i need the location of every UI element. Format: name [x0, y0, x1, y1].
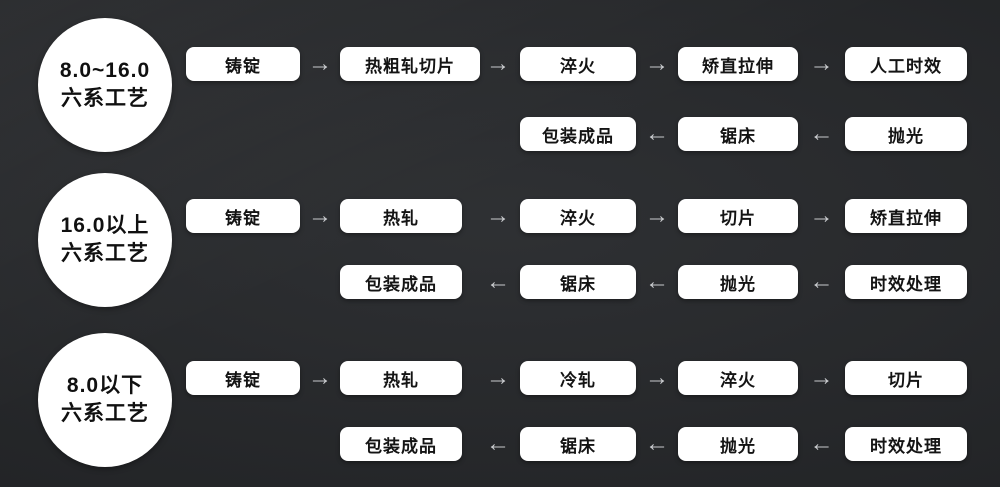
stage-label-circle: 8.0~16.0 六系工艺 [38, 18, 172, 152]
step-box: 冷轧 [520, 361, 636, 395]
step-box: 时效处理 [845, 265, 967, 299]
arrow-right-icon: → [308, 50, 332, 77]
arrow-left-icon: ← [809, 430, 834, 457]
step-box: 铸锭 [186, 361, 300, 395]
step-box: 切片 [678, 199, 798, 233]
arrow-right-icon: → [486, 202, 510, 229]
step-box: 包装成品 [340, 427, 462, 461]
arrow-right-icon: → [486, 50, 510, 77]
step-box: 矫直拉伸 [678, 47, 798, 81]
step-box: 热轧 [340, 361, 462, 395]
arrow-right-icon: → [486, 364, 510, 391]
arrow-left-icon: ← [645, 120, 669, 147]
stage-title-line2: 六系工艺 [61, 402, 149, 425]
step-box: 抛光 [678, 265, 798, 299]
arrow-right-icon: → [809, 50, 834, 77]
step-box: 热粗轧切片 [340, 47, 480, 81]
step-box: 锯床 [520, 427, 636, 461]
step-box: 热轧 [340, 199, 462, 233]
step-box: 矫直拉伸 [845, 199, 967, 233]
stage-title-line1: 8.0~16.0 [59, 58, 151, 82]
step-box: 包装成品 [340, 265, 462, 299]
step-box: 铸锭 [186, 47, 300, 81]
arrow-left-icon: ← [645, 430, 669, 457]
stage-label-circle: 8.0以下 六系工艺 [38, 333, 172, 467]
step-box: 时效处理 [845, 427, 967, 461]
arrow-right-icon: → [645, 50, 669, 77]
arrow-left-icon: ← [809, 120, 834, 147]
arrow-right-icon: → [645, 202, 669, 229]
stage-title-line2: 六系工艺 [61, 242, 149, 265]
stage-title-line1: 8.0以下 [66, 373, 144, 397]
stage-title-line1: 16.0以上 [60, 213, 150, 237]
arrow-left-icon: ← [809, 268, 834, 295]
arrow-right-icon: → [308, 364, 332, 391]
arrow-left-icon: ← [645, 268, 669, 295]
arrow-left-icon: ← [486, 268, 510, 295]
arrow-right-icon: → [809, 364, 834, 391]
step-box: 铸锭 [186, 199, 300, 233]
arrow-left-icon: ← [486, 430, 510, 457]
arrow-right-icon: → [645, 364, 669, 391]
stage-title-line2: 六系工艺 [61, 87, 149, 110]
arrow-right-icon: → [308, 202, 332, 229]
stage-label-circle: 16.0以上 六系工艺 [38, 173, 172, 307]
step-box: 人工时效 [845, 47, 967, 81]
step-box: 锯床 [678, 117, 798, 151]
step-box: 切片 [845, 361, 967, 395]
step-box: 淬火 [520, 47, 636, 81]
step-box: 淬火 [678, 361, 798, 395]
step-box: 抛光 [678, 427, 798, 461]
step-box: 抛光 [845, 117, 967, 151]
arrow-right-icon: → [809, 202, 834, 229]
step-box: 淬火 [520, 199, 636, 233]
step-box: 包装成品 [520, 117, 636, 151]
step-box: 锯床 [520, 265, 636, 299]
